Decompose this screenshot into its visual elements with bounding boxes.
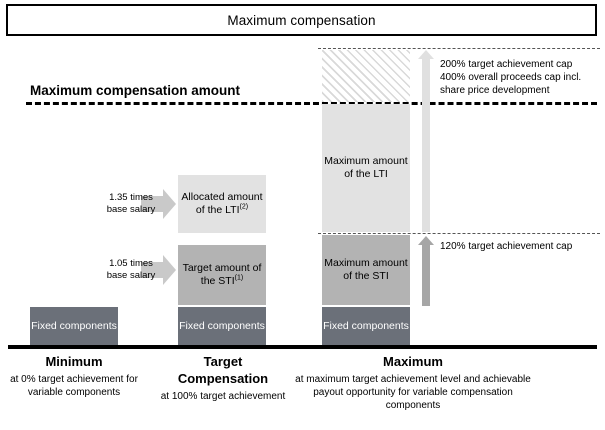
maximum-compensation-dashed-line [26, 102, 597, 105]
caption-target: Target Compensation at 100% target achie… [160, 354, 286, 403]
caption-minimum: Minimum at 0% target achievement for var… [8, 354, 140, 399]
sti-cap-dashed-line [318, 233, 600, 234]
bar-target-fixed: Fixed components [178, 307, 266, 347]
lti-multiplier-arrow-head [163, 189, 176, 219]
overall-cap-note: 200% target achievement cap 400% overall… [440, 58, 581, 98]
sti-cap-arrow-shaft [422, 245, 430, 306]
sti-cap-arrow-head [418, 236, 434, 245]
bar-maximum-fixed: Fixed components [322, 307, 410, 347]
bar-target-lti-footnote: (2) [239, 203, 249, 211]
bar-target-lti: Allocated amount of the LTI(2) [178, 175, 266, 233]
bar-maximum-lti-label: Maximum amount of the LTI [324, 154, 408, 180]
sti-multiplier-line1: 1.05 times [109, 258, 153, 269]
overall-cap-note-line1: 200% target achievement cap [440, 59, 573, 70]
sti-multiplier-arrow-head [163, 255, 176, 285]
caption-maximum-sub: at maximum target achievement level and … [295, 373, 531, 411]
maximum-compensation-amount-label: Maximum compensation amount [30, 83, 244, 99]
bar-maximum-hatched-headroom [322, 50, 410, 102]
overall-cap-arrow-head [418, 50, 434, 59]
caption-target-sub: at 100% target achievement [160, 390, 286, 402]
lti-multiplier-line2: base salary [106, 204, 156, 216]
bar-maximum-fixed-label: Fixed components [323, 320, 409, 333]
caption-maximum-title: Maximum [383, 354, 443, 369]
caption-minimum-sub: at 0% target achievement for variable co… [10, 373, 138, 398]
caption-minimum-title: Minimum [45, 354, 103, 369]
sti-cap-note-line1: 120% target achievement cap [440, 241, 573, 252]
bar-target-sti: Target amount of the STI(1) [178, 245, 266, 305]
overall-cap-note-line3: share price development [440, 85, 550, 97]
bar-target-lti-label: Allocated amount of the LTI [181, 190, 263, 216]
baseline-axis [8, 345, 597, 349]
bar-maximum-sti: Maximum amount of the STI [322, 235, 410, 305]
bar-minimum-fixed: Fixed components [30, 307, 118, 347]
sti-multiplier-label: 1.05 times base salary [96, 258, 166, 283]
overall-cap-dashed-line [318, 48, 600, 49]
bar-target-fixed-label: Fixed components [179, 320, 265, 333]
bar-maximum-sti-label: Maximum amount of the STI [324, 256, 408, 282]
page-title: Maximum compensation [227, 12, 376, 28]
sti-cap-arrow [418, 236, 434, 306]
caption-target-title: Target Compensation [177, 354, 269, 386]
sti-multiplier-line2: base salary [106, 270, 156, 282]
lti-multiplier-line1: 1.35 times [109, 192, 153, 203]
overall-cap-arrow [418, 50, 434, 232]
overall-cap-arrow-shaft [422, 59, 430, 232]
sti-multiplier-arrow-shaft [141, 262, 163, 278]
bar-target-sti-footnote: (1) [234, 274, 244, 282]
diagram-title-box: Maximum compensation [6, 4, 597, 36]
caption-maximum: Maximum at maximum target achievement le… [288, 354, 538, 412]
overall-cap-note-line2: 400% overall proceeds cap incl. [440, 72, 582, 84]
bar-maximum-lti: Maximum amount of the LTI [322, 104, 410, 232]
lti-multiplier-label: 1.35 times base salary [96, 192, 166, 217]
bar-minimum-fixed-label: Fixed components [31, 320, 117, 333]
bar-target-sti-label: Target amount of the STI [182, 261, 262, 287]
lti-multiplier-arrow-shaft [141, 196, 163, 212]
sti-cap-note: 120% target achievement cap [440, 240, 572, 253]
